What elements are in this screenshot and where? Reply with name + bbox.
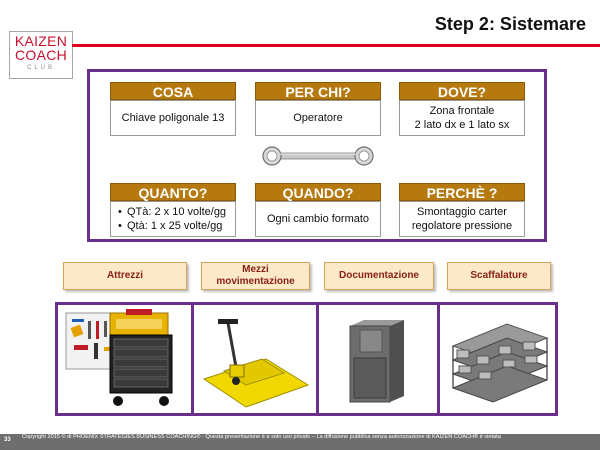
wrench-icon (262, 146, 374, 166)
card-text: Smontaggio carter (417, 206, 507, 218)
card-text: Operatore (293, 112, 343, 124)
copyright-notice: Copyright 2015 © di PHOENIX STRATEGIES B… (22, 434, 501, 440)
card-body-cosa: Chiave poligonale 13 (110, 100, 236, 136)
pallet-jack-icon (202, 319, 310, 408)
five-w-frame (87, 69, 547, 242)
card-header-dove: DOVE? (399, 82, 525, 100)
category-button-attrezzi[interactable]: Attrezzi (63, 262, 187, 290)
category-button-documentazione[interactable]: Documentazione (324, 262, 434, 290)
category-button-mezzi-movimentazione[interactable]: Mezzi movimentazione (201, 262, 310, 290)
footer-bar: 33 Copyright 2015 © di PHOENIX STRATEGIE… (0, 434, 600, 450)
card-header-cosa: COSA (110, 82, 236, 100)
card-header-perche: PERCHÈ ? (399, 183, 525, 201)
panel-divider (191, 302, 194, 416)
panel-divider (316, 302, 319, 416)
card-text: Chiave poligonale 13 (121, 112, 225, 124)
card-body-quando: Ogni cambio formato (255, 201, 381, 237)
card-body-per-chi: Operatore (255, 100, 381, 136)
tool-board-and-cart-icon (65, 309, 173, 406)
slide-title: Step 2: Sistemare (434, 14, 586, 34)
card-body-perche: Smontaggio carter regolatore pressione (399, 201, 525, 237)
warehouse-shelving-icon (451, 323, 549, 403)
card-text: Ogni cambio formato (266, 213, 370, 225)
logo-line-3: CLUB (26, 65, 55, 71)
card-text: 2 lato dx e 1 lato sx (414, 119, 510, 131)
card-text: regolatore pressione (411, 220, 513, 232)
card-header-quando: QUANDO? (255, 183, 381, 201)
logo-line-1: KAIZEN (14, 33, 68, 49)
panel-divider (437, 302, 440, 416)
card-bullet: Qtà: 1 x 25 volte/gg (118, 219, 226, 233)
card-header-per-chi: PER CHI? (255, 82, 381, 100)
card-header-quanto: QUANTO? (110, 183, 236, 201)
kaizen-coach-logo: KAIZEN COACH CLUB (9, 31, 73, 79)
card-body-quanto: QTà: 2 x 10 volte/gg Qtà: 1 x 25 volte/g… (110, 201, 236, 237)
page-number: 33 (4, 437, 11, 443)
card-body-dove: Zona frontale 2 lato dx e 1 lato sx (399, 100, 525, 136)
title-underline (72, 44, 600, 47)
category-image-frame (55, 302, 558, 416)
metal-cabinet-icon (349, 320, 404, 403)
card-bullet: QTà: 2 x 10 volte/gg (118, 205, 226, 219)
card-text: Zona frontale (429, 105, 495, 117)
category-button-scaffalature[interactable]: Scaffalature (447, 262, 551, 290)
logo-line-2: COACH (14, 47, 68, 63)
